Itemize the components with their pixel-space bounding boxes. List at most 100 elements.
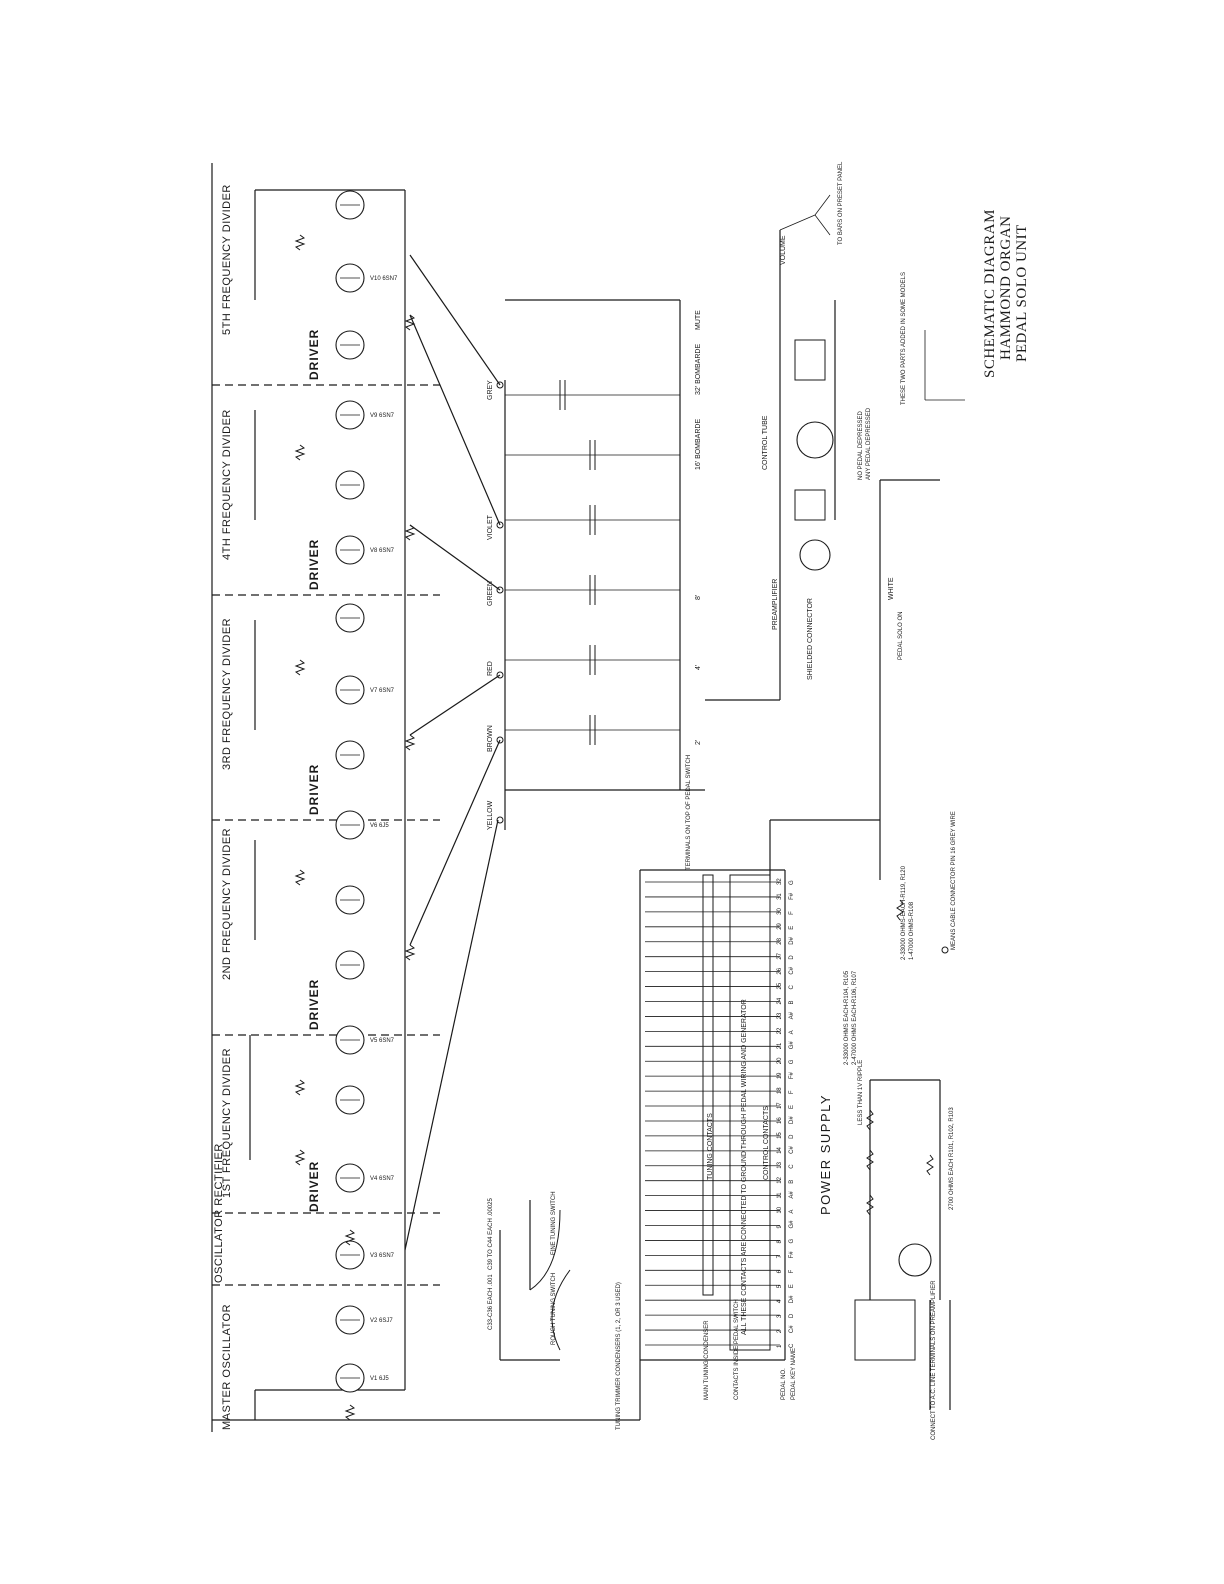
contacts-inside-label: CONTACTS INSIDE PEDAL SWITCH — [734, 1299, 740, 1400]
pedal-number: 7 — [777, 1254, 783, 1258]
control-tube-label: CONTROL TUBE — [762, 415, 769, 470]
label-4th-divider: 4TH FREQUENCY DIVIDER — [221, 409, 233, 560]
preamp-tube — [799, 539, 831, 571]
key-name: B — [789, 1180, 795, 1184]
stop-brown: BROWN — [487, 725, 494, 752]
pedal-number: 13 — [777, 1161, 783, 1168]
tube-v5: V5 6SN7 — [335, 1025, 395, 1055]
svg-text:V10 6SN7: V10 6SN7 — [370, 276, 398, 282]
pedal-number: 19 — [777, 1072, 783, 1079]
filter-rows — [505, 394, 680, 731]
key-name: C — [789, 1164, 795, 1169]
key-name: F# — [789, 1251, 795, 1259]
svg-text:V3 6SN7: V3 6SN7 — [370, 1253, 395, 1259]
tube-v9b — [335, 330, 365, 360]
driver-label-1: DRIVER — [307, 1161, 321, 1212]
pedal-number: 8 — [777, 1239, 783, 1243]
key-name: F — [789, 1269, 795, 1273]
tube-v8b — [335, 470, 365, 500]
title-line-2: HAMMOND ORGAN — [998, 216, 1014, 360]
stop-grey: GREY — [487, 380, 494, 400]
trimmer-label: TUNING TRIMMER CONDENSERS (1, 2, OR 3 US… — [616, 1282, 622, 1430]
pedal-solo-label: PEDAL SOLO ON — [898, 612, 904, 660]
key-name: G — [789, 1059, 795, 1064]
pedal-number: 27 — [777, 952, 783, 959]
pedal-number: 2 — [777, 1329, 783, 1333]
pedal-number: 3 — [777, 1314, 783, 1318]
key-name: D# — [789, 936, 795, 944]
pedal-number: 18 — [777, 1087, 783, 1094]
cable-note: MEANS CABLE CONNECTOR PIN 16 GREY WIRE — [951, 811, 957, 950]
driver-label-5: DRIVER — [307, 329, 321, 380]
tube-v4b — [335, 1085, 365, 1115]
rectifier-tube — [898, 1243, 932, 1277]
key-name: F — [789, 911, 795, 915]
tube-v5b — [335, 950, 365, 980]
stop-yellow: YELLOW — [487, 800, 494, 830]
control-contacts-label: CONTROL CONTACTS — [763, 1106, 770, 1180]
driver-label-2: DRIVER — [307, 979, 321, 1030]
stop-red: RED — [487, 661, 494, 676]
white-label: WHITE — [888, 577, 895, 600]
title-block: SCHEMATIC DIAGRAM HAMMOND ORGAN PEDAL SO… — [982, 209, 1030, 378]
key-name: C — [789, 985, 795, 990]
label-master-oscillator: MASTER OSCILLATOR — [221, 1304, 233, 1430]
stop-violet: VIOLET — [487, 514, 494, 540]
tube-v7: V7 6SN7 — [335, 675, 395, 705]
ground-note: ALL THESE CONTACTS ARE CONNECTED TO GROU… — [741, 999, 748, 1335]
key-name: D — [789, 955, 795, 960]
svg-text:V9 6SN7: V9 6SN7 — [370, 413, 395, 419]
tube-v1: V1 6J5 — [335, 1363, 389, 1393]
tube-v3: V3 6SN7 — [335, 1240, 395, 1270]
pedal-number: 14 — [777, 1147, 783, 1154]
label-3rd-divider: 3RD FREQUENCY DIVIDER — [221, 618, 233, 770]
key-name: E — [789, 926, 795, 930]
pedal-key-name-label: PEDAL KEY NAME — [791, 1348, 797, 1400]
key-name: C# — [789, 1325, 795, 1333]
contact-lines — [645, 881, 780, 1346]
key-name: D — [789, 1313, 795, 1318]
pedal-number: 10 — [777, 1206, 783, 1213]
c39-c44-label: C39 TO C44 EACH .00025 — [488, 1198, 494, 1270]
stop-labels: GREY VIOLET GREEN RED BROWN YELLOW 32' B… — [487, 310, 702, 830]
pedal-number: 28 — [777, 937, 783, 944]
transformer-t3 — [794, 339, 826, 381]
key-name: A# — [789, 1191, 795, 1199]
pedal-number: 11 — [777, 1192, 783, 1199]
pedal-number: 17 — [777, 1102, 783, 1109]
tube-v5c — [335, 885, 365, 915]
ps-note-3: 2-33000 OHMS EACH-R104, R105 — [844, 970, 850, 1065]
pedal-number: 29 — [777, 922, 783, 929]
note-2: 2' — [695, 740, 702, 745]
label-oscillator-rectifier: OSCILLATOR RECTIFIER — [213, 1143, 225, 1283]
filter-network — [504, 299, 705, 830]
tube-v6: V6 6J5 — [335, 810, 389, 840]
tuning-contacts-label: TUNING CONTACTS — [707, 1113, 714, 1180]
tube-v9: V9 6SN7 — [335, 400, 395, 430]
driver-label-4: DRIVER — [307, 539, 321, 590]
ground-contacts-box — [729, 874, 771, 1351]
note-4: 4' — [695, 665, 702, 670]
note-8: 8' — [695, 595, 702, 600]
pedal-number: 1 — [777, 1344, 783, 1348]
power-supply: POWER SUPPLY 2-33000 OHMS-EACH-R119, R12… — [818, 811, 957, 1440]
key-name: G — [789, 1238, 795, 1243]
svg-text:V7 6SN7: V7 6SN7 — [370, 688, 395, 694]
c33-c36-label: C33-C36 EACH .001 — [488, 1274, 494, 1330]
label-1st-divider: 1ST FREQUENCY DIVIDER — [221, 1048, 233, 1198]
key-name: A — [789, 1210, 795, 1214]
key-name: A — [789, 1030, 795, 1034]
volume-label: VOLUME — [780, 235, 787, 265]
power-transformer — [854, 1299, 916, 1361]
pedal-note-2: ANY PEDAL DEPRESSED — [866, 407, 872, 480]
key-name: C# — [789, 966, 795, 974]
stop-green: GREEN — [487, 581, 494, 606]
ripple-note: LESS THAN 1V RIPPLE — [858, 1060, 864, 1125]
pedal-number: 20 — [777, 1057, 783, 1064]
preamplifier-label: PREAMPLIFIER — [772, 579, 779, 630]
pedal-contact-block: TUNING CONTACTS ALL THESE CONTACTS ARE C… — [639, 755, 797, 1400]
pedal-no-label: PEDAL NO. — [781, 1368, 787, 1400]
main-tuning-label: MAIN TUNING CONDENSER — [704, 1320, 710, 1400]
note-32-bombarde: 32' BOMBARDE — [695, 344, 702, 395]
